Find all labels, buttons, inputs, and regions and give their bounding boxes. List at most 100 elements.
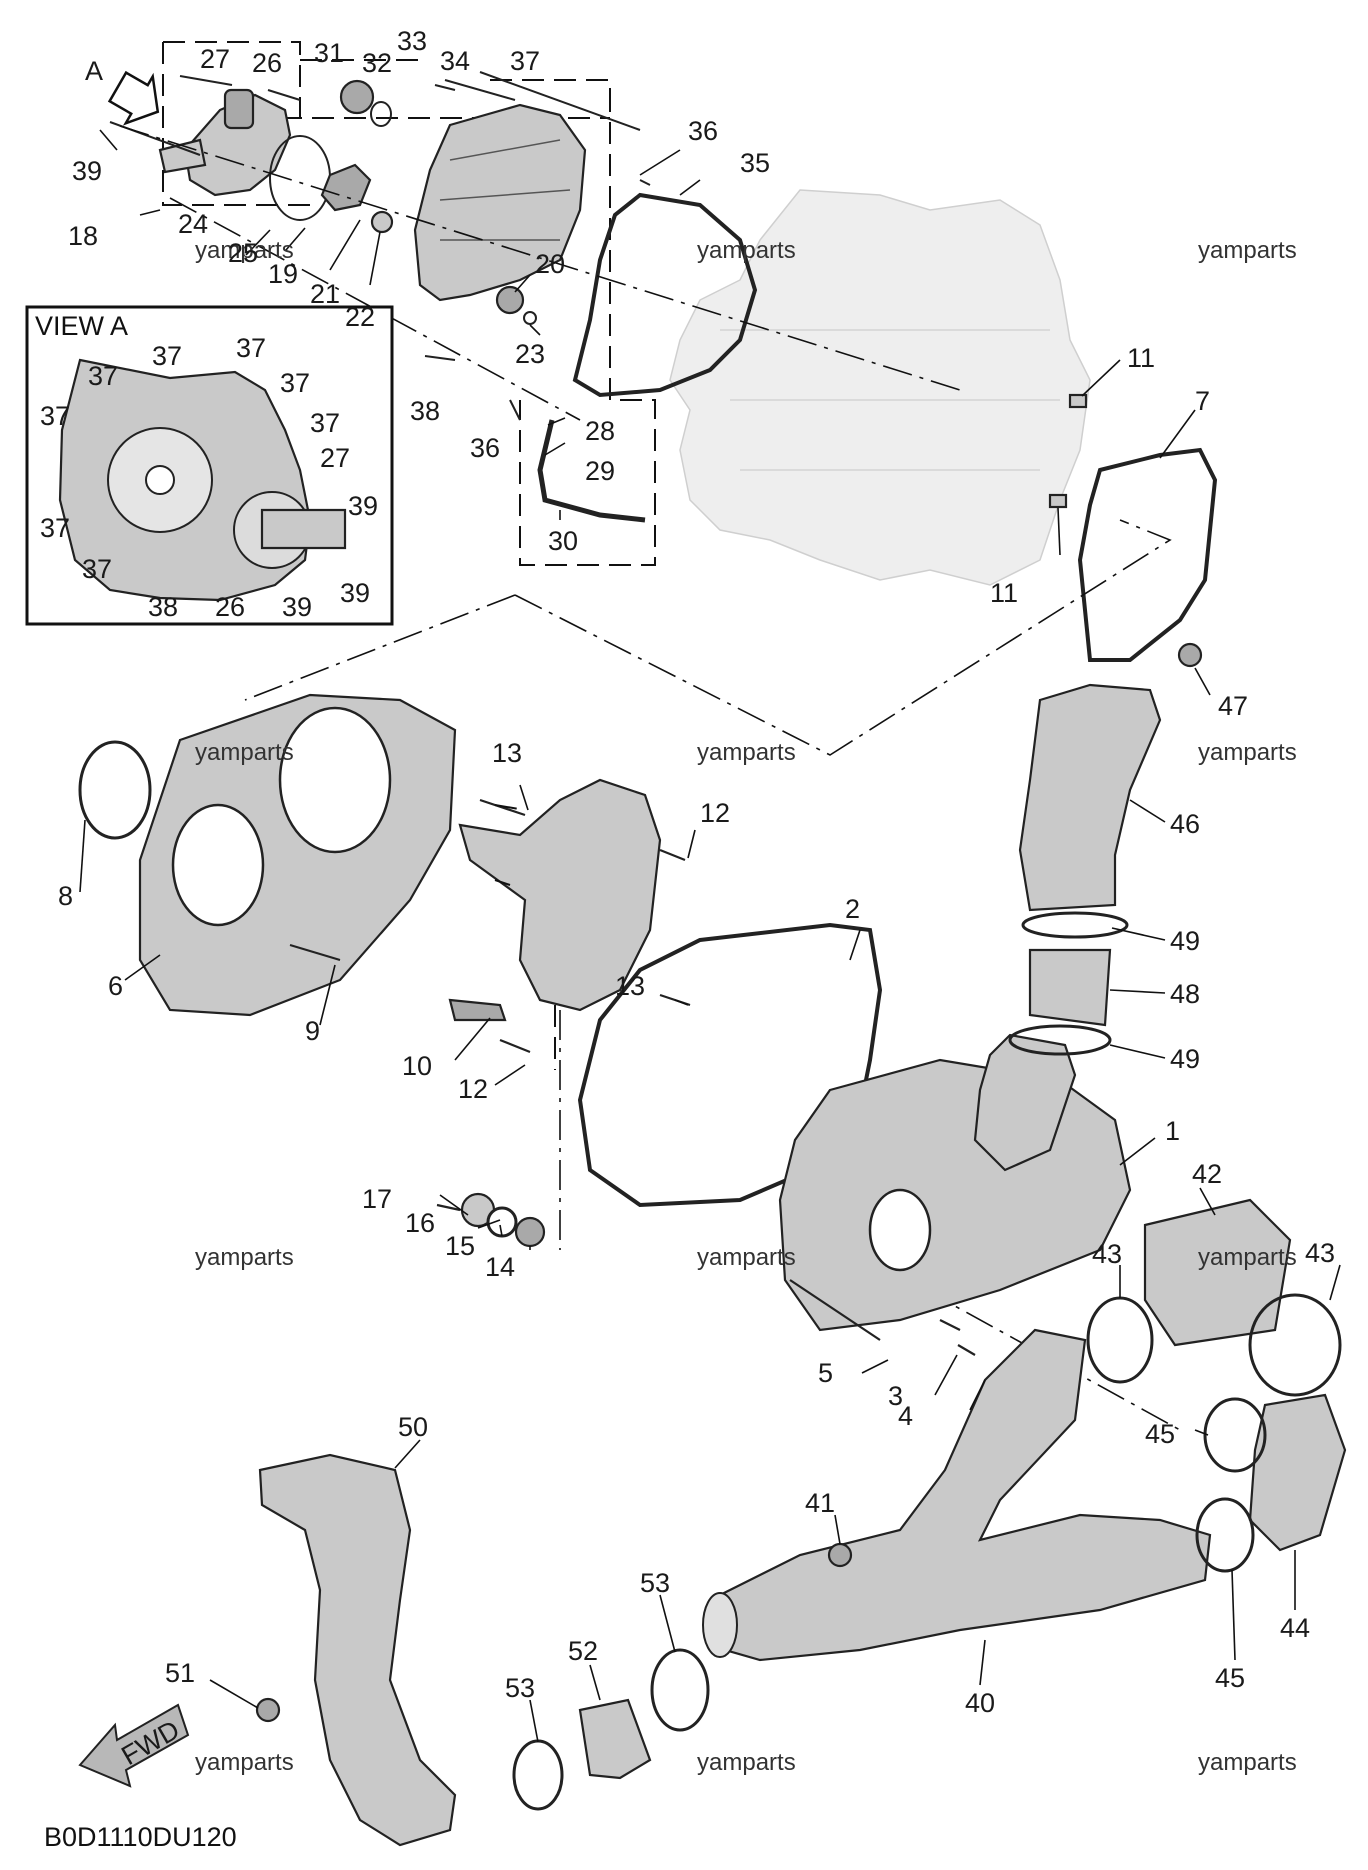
callout: 37 bbox=[88, 361, 118, 391]
callout: 28 bbox=[585, 416, 615, 446]
callout: 27 bbox=[320, 443, 350, 473]
callout: 38 bbox=[148, 592, 178, 622]
callout: 12 bbox=[458, 1074, 488, 1104]
clamp-43a bbox=[1086, 1296, 1154, 1384]
watermarks: yamparts yamparts yamparts yamparts yamp… bbox=[195, 237, 1297, 1776]
o-ring-23 bbox=[523, 311, 537, 325]
callout: 39 bbox=[348, 491, 378, 521]
callout: 19 bbox=[268, 259, 298, 289]
callout: 23 bbox=[515, 339, 545, 369]
clamp-45a bbox=[1203, 1397, 1267, 1473]
callout: 35 bbox=[740, 148, 770, 178]
o-ring-25 bbox=[269, 135, 331, 221]
inner-duct-plate bbox=[448, 778, 662, 1022]
grommet-51 bbox=[255, 1697, 281, 1723]
callout: 52 bbox=[568, 1636, 598, 1666]
clamp-45b bbox=[1195, 1497, 1255, 1573]
callout: 47 bbox=[1218, 691, 1248, 721]
bolt-9 bbox=[289, 944, 341, 961]
callout: 42 bbox=[1192, 1159, 1222, 1189]
callout: 24 bbox=[178, 209, 208, 239]
callout: 39 bbox=[282, 592, 312, 622]
watermark-text: yamparts bbox=[195, 1749, 294, 1776]
grommet-41 bbox=[827, 1542, 853, 1568]
grommet-47 bbox=[1177, 642, 1203, 668]
callout: 37 bbox=[152, 341, 182, 371]
callout: 20 bbox=[535, 249, 565, 279]
callout-labels: 27 26 31 32 33 34 37 39 36 35 18 24 25 1… bbox=[40, 26, 1335, 1718]
watermark-text: yamparts bbox=[1198, 1244, 1297, 1271]
y-duct-40 bbox=[702, 1328, 1212, 1662]
clamp-49b bbox=[1008, 1024, 1112, 1056]
view-arrow-a: A bbox=[85, 56, 160, 126]
callout: 39 bbox=[72, 156, 102, 186]
dowel-pin-11b bbox=[1048, 493, 1068, 509]
arrow-a-label: A bbox=[85, 56, 103, 86]
callout: 3 bbox=[888, 1381, 903, 1411]
gasket-35 bbox=[572, 192, 758, 398]
callout: 34 bbox=[440, 46, 470, 76]
callout: 53 bbox=[640, 1568, 670, 1598]
callout: 37 bbox=[510, 46, 540, 76]
callout: 37 bbox=[40, 401, 70, 431]
callout: 18 bbox=[68, 221, 98, 251]
callout: 8 bbox=[58, 881, 73, 911]
gasket-7 bbox=[1077, 447, 1218, 662]
callout: 14 bbox=[485, 1252, 515, 1282]
boot-48 bbox=[1028, 948, 1112, 1027]
seal-22 bbox=[370, 210, 394, 234]
callout: 39 bbox=[340, 578, 370, 608]
crankcase-cover-right bbox=[413, 103, 587, 302]
diagram-code: B0D1110DU120 bbox=[44, 1822, 237, 1852]
callout: 48 bbox=[1170, 979, 1200, 1009]
callout: 9 bbox=[305, 1016, 320, 1046]
impeller bbox=[320, 163, 372, 212]
intake-duct-46 bbox=[1018, 683, 1162, 912]
coupler-44 bbox=[1248, 1393, 1347, 1552]
watermark-text: yamparts bbox=[697, 237, 796, 264]
callout: 27 bbox=[200, 44, 230, 74]
callout: 40 bbox=[965, 1688, 995, 1718]
water-pump-housing bbox=[158, 88, 292, 197]
watermark-text: yamparts bbox=[1198, 237, 1297, 264]
callout: 6 bbox=[108, 971, 123, 1001]
dowel-pin-11a bbox=[1068, 393, 1088, 409]
watermark-text: yamparts bbox=[195, 1244, 294, 1271]
stud-dash-13 bbox=[494, 804, 556, 1070]
leader-lines-top bbox=[99, 129, 1196, 556]
callout: 2 bbox=[845, 894, 860, 924]
callout: 32 bbox=[362, 48, 392, 78]
nut-14 bbox=[514, 1216, 546, 1248]
callout: 36 bbox=[688, 116, 718, 146]
water-pump-group-box bbox=[162, 41, 656, 566]
bearing-31 bbox=[339, 79, 375, 115]
callout: 29 bbox=[585, 456, 615, 486]
duct-50 bbox=[258, 1453, 457, 1847]
watermark-text: yamparts bbox=[697, 1749, 796, 1776]
callout: 45 bbox=[1215, 1663, 1245, 1693]
callout: 37 bbox=[310, 408, 340, 438]
callout: 16 bbox=[405, 1208, 435, 1238]
o-ring-32 bbox=[370, 101, 392, 127]
callout: 1 bbox=[1165, 1116, 1180, 1146]
callout: 26 bbox=[252, 48, 282, 78]
watermark-text: yamparts bbox=[697, 739, 796, 766]
clamp-49a bbox=[1021, 911, 1129, 939]
callout: 37 bbox=[236, 333, 266, 363]
callout: 17 bbox=[362, 1184, 392, 1214]
clutch-cover-6 bbox=[138, 693, 457, 1017]
callout: 37 bbox=[280, 368, 310, 398]
callout: 45 bbox=[1145, 1419, 1175, 1449]
callout: 11 bbox=[1127, 343, 1155, 373]
callout: 50 bbox=[398, 1412, 428, 1442]
view-a-inset bbox=[25, 305, 394, 626]
callout: 43 bbox=[1092, 1239, 1122, 1269]
breather-hose bbox=[537, 419, 646, 523]
fwd-arrow: FWD bbox=[78, 1703, 190, 1788]
clamp-53b bbox=[650, 1648, 710, 1732]
gasket-2 bbox=[577, 922, 883, 1208]
callout: 31 bbox=[314, 38, 344, 68]
cvt-cover-1 bbox=[778, 1033, 1132, 1332]
watermark-text: yamparts bbox=[195, 739, 294, 766]
